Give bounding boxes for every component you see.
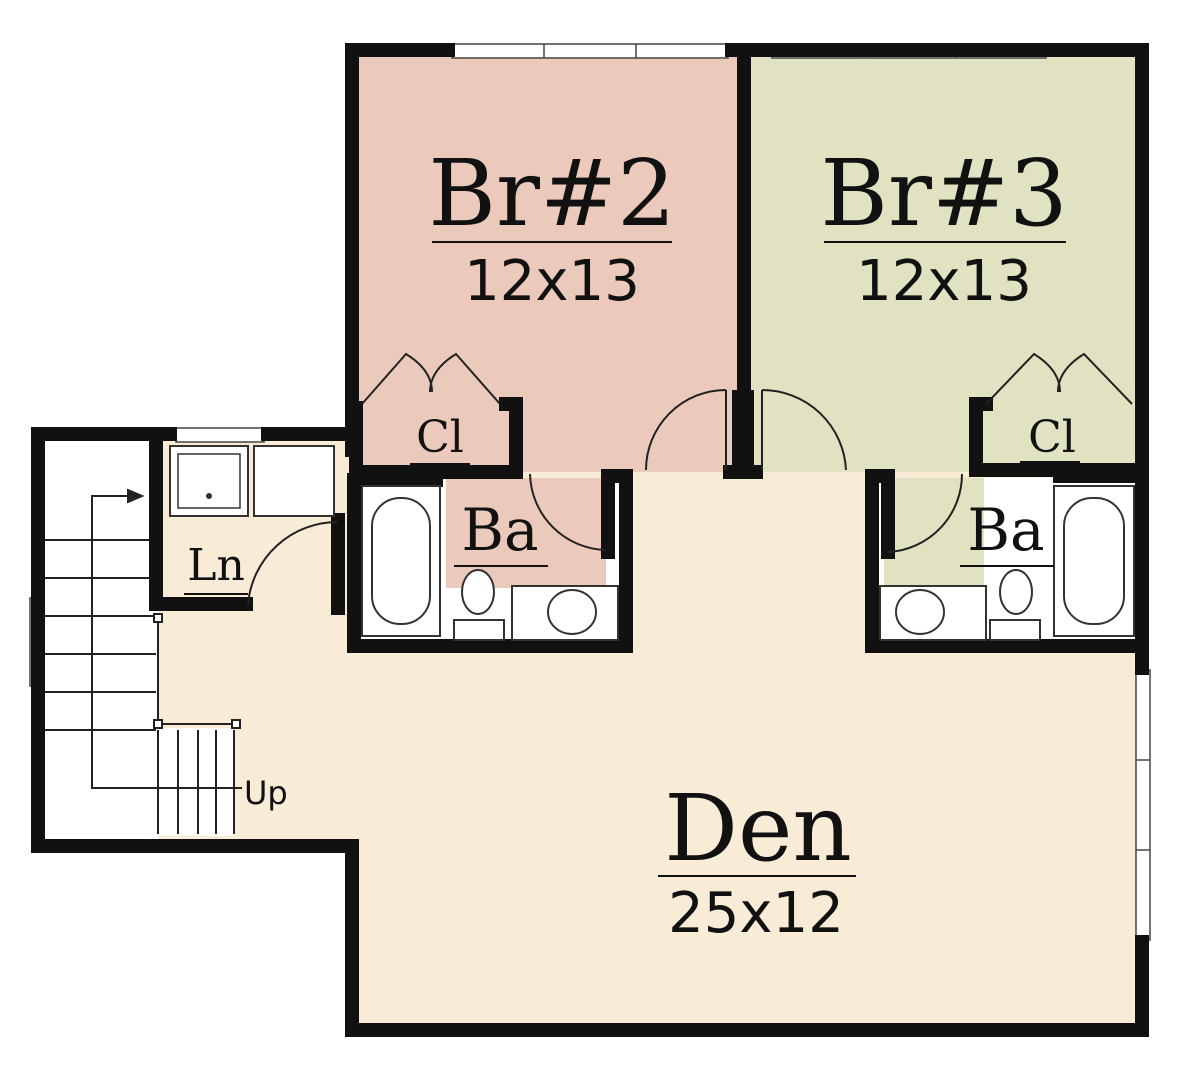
linen-fixtures xyxy=(169,445,335,517)
stair-fill xyxy=(40,440,158,840)
bath-right-fixtures xyxy=(879,485,1135,641)
room-linen-name: Ln xyxy=(187,540,245,591)
room-den-name: Den xyxy=(664,775,851,882)
room-br2-fill xyxy=(352,52,744,472)
door-swings xyxy=(247,388,964,605)
room-closet-right-name: Cl xyxy=(1028,412,1076,463)
closet-doors xyxy=(361,352,1142,473)
stairs-up-label: Up xyxy=(244,774,288,812)
wall-caps xyxy=(732,390,754,474)
room-br3-fill xyxy=(744,52,1142,472)
room-bath-left-tint xyxy=(446,478,606,588)
room-br2-size: 12x13 xyxy=(464,249,640,314)
stair-lower-fill xyxy=(150,728,234,836)
room-closet-left-name: Cl xyxy=(416,412,464,463)
bath-left-fixtures xyxy=(361,485,619,641)
room-den-size: 25x12 xyxy=(668,881,844,946)
room-br3-name: Br#3 xyxy=(820,140,1067,247)
room-bath-left-name: Ba xyxy=(461,496,538,564)
room-br2-name: Br#2 xyxy=(428,140,675,247)
stair-treads xyxy=(44,488,242,834)
room-br3-size: 12x13 xyxy=(856,249,1032,314)
room-bath-right-name: Ba xyxy=(967,496,1044,564)
